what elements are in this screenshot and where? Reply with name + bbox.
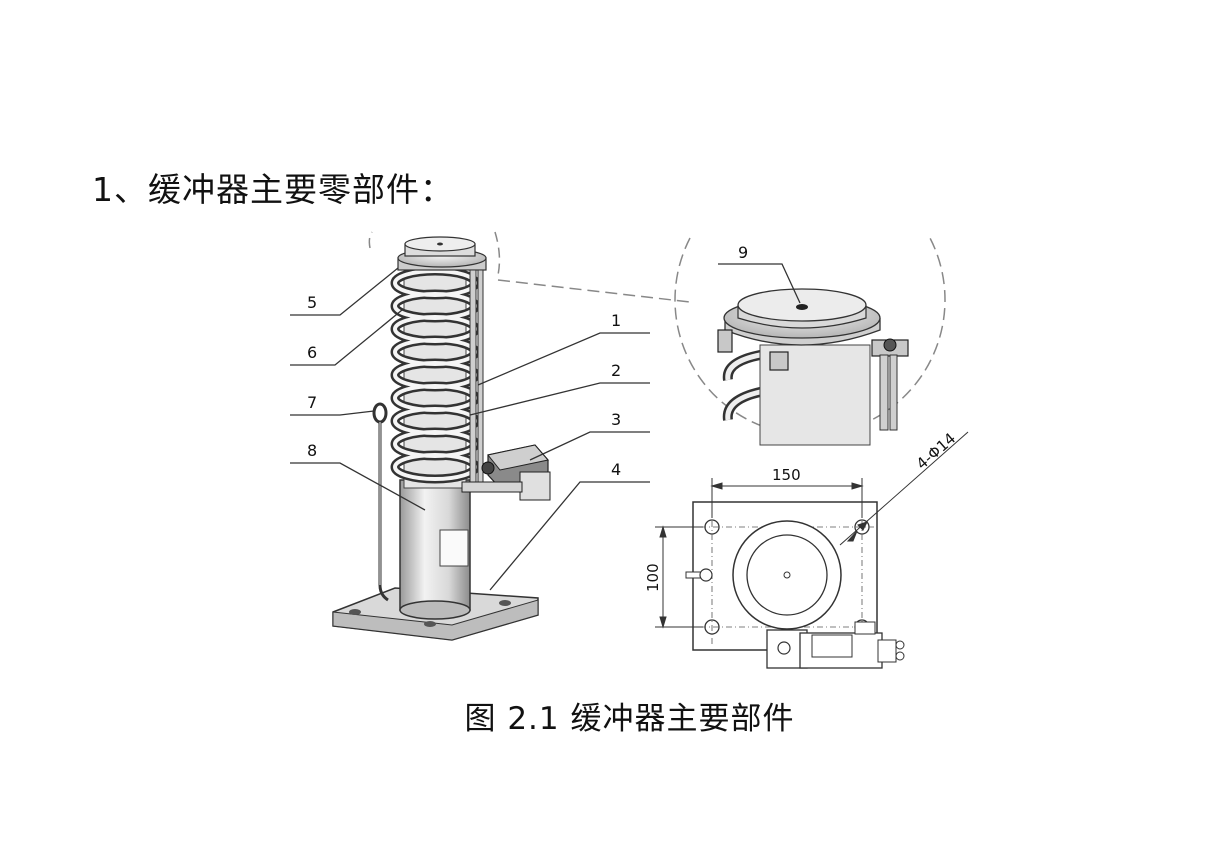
dimension-150	[710, 478, 864, 518]
callout-4: 4	[611, 460, 621, 479]
detail-view: 9	[674, 237, 946, 446]
callout-3: 3	[611, 410, 621, 429]
callout-8: 8	[307, 441, 317, 460]
buffer-3d-view: 5 6 7 8 1 2 3 4	[290, 231, 691, 641]
cylinder-body	[399, 479, 471, 620]
limit-switch	[461, 444, 551, 501]
pull-ring-rod	[372, 402, 389, 602]
callout-2: 2	[611, 361, 621, 380]
dimension-150-label: 150	[772, 466, 801, 484]
hole-leader	[839, 431, 969, 546]
spring-coil	[390, 266, 480, 489]
plan-view: 150 100 4-Φ14	[644, 429, 969, 669]
dimension-100-label: 100	[644, 563, 662, 592]
callout-1: 1	[611, 311, 621, 330]
callout-7: 7	[307, 393, 317, 412]
right-leader-lines	[469, 332, 650, 591]
section-heading: 1、缓冲器主要零部件：	[92, 170, 454, 209]
plan-switch	[766, 621, 905, 669]
guide-rod	[469, 269, 484, 486]
hole-spec-label: 4-Φ14	[913, 429, 959, 473]
dimension-100	[655, 525, 703, 629]
figure-caption: 图 2.1 缓冲器主要部件	[464, 701, 795, 737]
detail-connector-line	[497, 279, 691, 303]
callout-6: 6	[307, 343, 317, 362]
callout-9: 9	[738, 243, 748, 262]
callout-5: 5	[307, 293, 317, 312]
top-plate	[397, 236, 487, 271]
left-leader-lines	[290, 267, 426, 511]
